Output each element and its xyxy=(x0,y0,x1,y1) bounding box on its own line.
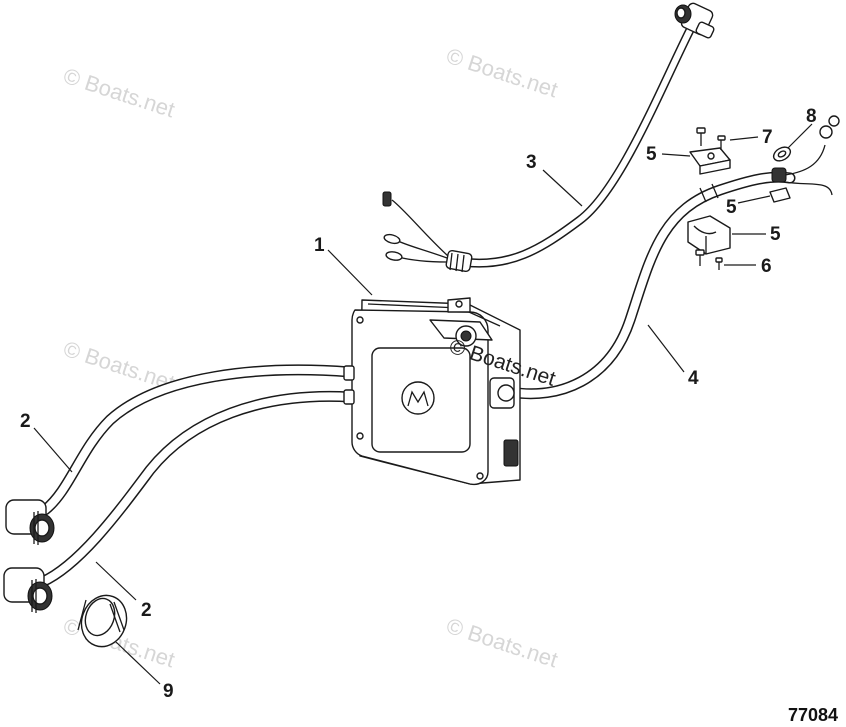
callout-6: 6 xyxy=(761,256,772,277)
callout-7: 7 xyxy=(762,127,773,148)
callout-labels: 1 2 2 3 4 5 5 5 6 7 8 9 xyxy=(20,106,817,702)
right-angle-plug-lower xyxy=(3,567,53,613)
wire-lead-connector xyxy=(445,249,473,273)
watermark: © Boats.net xyxy=(443,43,560,102)
leader-lines xyxy=(33,123,813,685)
right-angle-plug-upper xyxy=(5,499,55,545)
control-module xyxy=(343,297,521,486)
callout-2-lower: 2 xyxy=(141,600,152,621)
callout-9: 9 xyxy=(163,681,174,702)
battery-leads xyxy=(771,115,840,196)
mercury-logo xyxy=(401,381,435,415)
screw-lower xyxy=(695,249,723,270)
callout-5-clamp-upper: 5 xyxy=(646,144,657,165)
diagram-part-number: 77084 xyxy=(788,705,838,725)
cable-harness-3 xyxy=(382,2,715,273)
cable-clip-small xyxy=(769,187,791,203)
right-angle-plug-top xyxy=(674,2,715,39)
callout-2-upper: 2 xyxy=(20,411,31,432)
ring-terminal-leads xyxy=(382,191,449,263)
callout-3: 3 xyxy=(526,152,537,173)
cable-clamp-upper xyxy=(689,147,731,175)
callout-1: 1 xyxy=(314,235,325,256)
callout-5-clip: 5 xyxy=(726,197,737,218)
watermark: © Boats.net xyxy=(443,613,560,672)
callout-8: 8 xyxy=(806,106,817,127)
watermark: © Boats.net xyxy=(60,63,177,122)
cable-harness-2 xyxy=(3,364,356,613)
cable-strap xyxy=(77,594,128,648)
callout-5-clamp-lower: 5 xyxy=(770,224,781,245)
cable-harness-4 xyxy=(504,115,840,400)
grommet xyxy=(772,146,792,162)
callout-4: 4 xyxy=(688,368,699,389)
screw-upper xyxy=(696,127,726,150)
cable-clamp-lower xyxy=(687,215,731,255)
